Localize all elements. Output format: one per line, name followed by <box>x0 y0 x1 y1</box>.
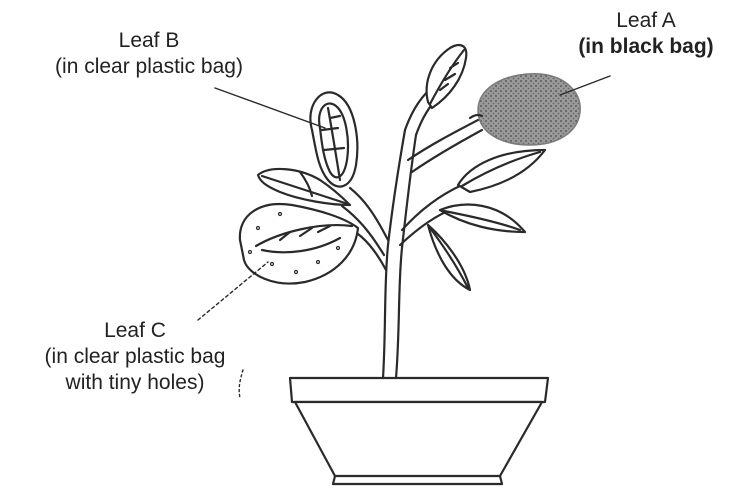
flower-pot <box>290 378 548 484</box>
leaf-b-label: Leaf B (in clear plastic bag) <box>14 28 284 80</box>
leaf-b-detail: (in clear plastic bag) <box>14 54 284 80</box>
leaf-b-clear-bag <box>310 92 357 186</box>
leaf-c-perforated-bag <box>240 204 358 283</box>
top-leaf <box>427 45 467 108</box>
leaf-a-name: Leaf A <box>556 8 736 34</box>
leaf-a-black-bag <box>470 74 580 145</box>
leaf-c-label: Leaf C (in clear plastic bag with tiny h… <box>2 318 268 396</box>
leaf-c-name: Leaf C <box>2 318 268 344</box>
leaf-a-detail: (in black bag) <box>556 34 736 60</box>
leaf-c-detail-line2: with tiny holes) <box>2 370 268 396</box>
leaf-a-label: Leaf A (in black bag) <box>556 8 736 60</box>
right-leaves <box>428 150 545 290</box>
leaf-b-name: Leaf B <box>14 28 284 54</box>
leaf-c-detail-line1: (in clear plastic bag <box>2 344 268 370</box>
